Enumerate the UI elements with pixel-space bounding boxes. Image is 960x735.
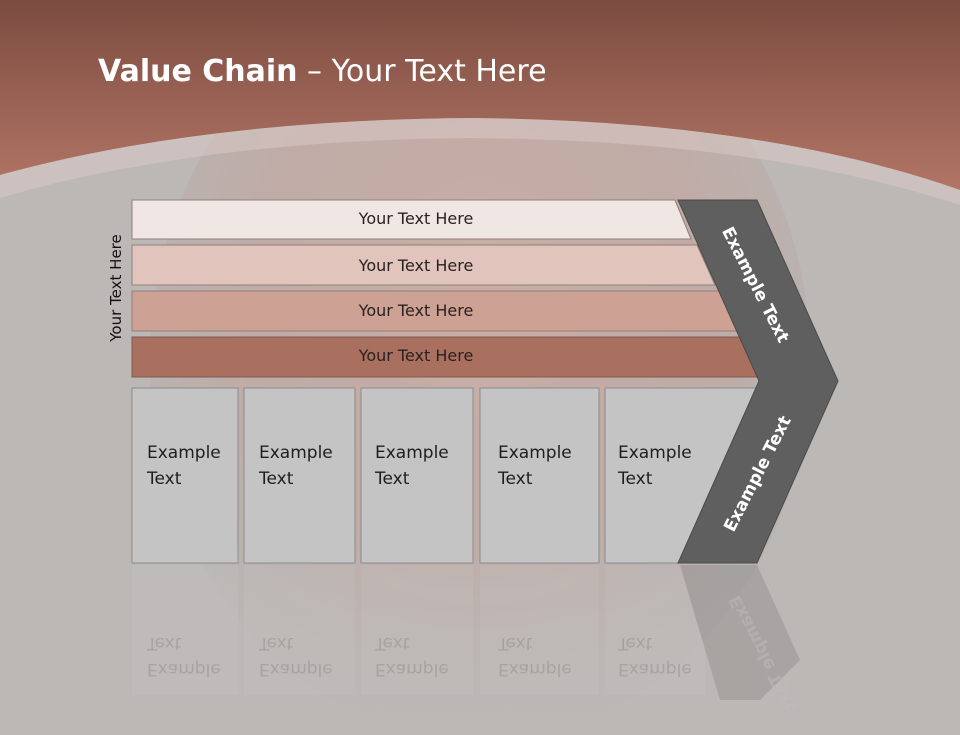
chevron-reflection	[680, 565, 800, 700]
cell-reflection-2	[244, 565, 355, 695]
band-label-3: Your Text Here	[358, 301, 474, 320]
band-label-4: Your Text Here	[358, 346, 474, 365]
cell-3	[360, 387, 474, 564]
cell-2	[243, 387, 356, 564]
cell-1	[131, 387, 239, 564]
cell-4	[479, 387, 600, 564]
band-2	[131, 244, 716, 286]
cell-reflection-1	[132, 565, 238, 695]
cell-reflection-4	[480, 565, 599, 695]
chevron-arrow	[677, 199, 839, 564]
band-label-2: Your Text Here	[358, 256, 474, 275]
cell-reflection-5	[605, 565, 705, 695]
cell-reflection-3	[361, 565, 473, 695]
band-label-1: Your Text Here	[358, 209, 474, 228]
slide-title: Value Chain – Your Text Here	[98, 54, 547, 89]
value-chain-diagram	[131, 199, 839, 700]
band-1	[131, 199, 692, 240]
